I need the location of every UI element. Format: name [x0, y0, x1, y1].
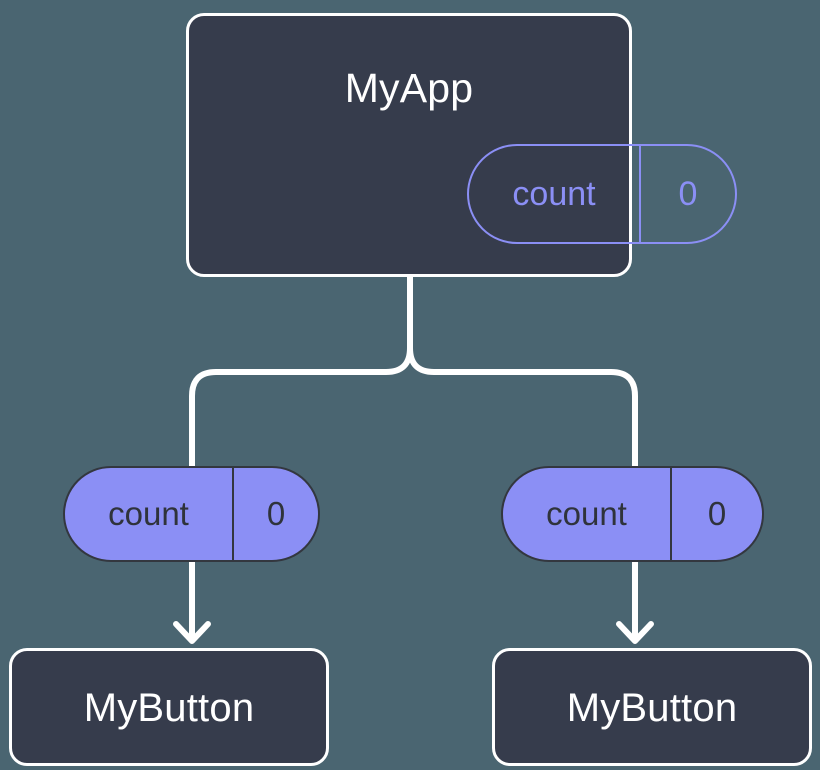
component-title-mybutton-left: MyButton — [83, 686, 255, 730]
prop-pill-value: 0 — [707, 495, 727, 532]
prop-pill-key: count — [503, 468, 672, 560]
state-pill-value: 0 — [678, 174, 698, 213]
component-box-mybutton-right[interactable]: MyButton — [492, 648, 812, 766]
branch-connector-left — [189, 345, 413, 469]
prop-pill-right[interactable]: count 0 — [501, 466, 764, 562]
prop-pill-key: count — [65, 468, 234, 560]
component-title-mybutton-right: MyButton — [566, 686, 738, 730]
arrow-head-left-icon — [173, 621, 211, 644]
component-box-mybutton-left[interactable]: MyButton — [9, 648, 329, 766]
arrow-head-right-icon — [616, 621, 654, 644]
prop-pill-left[interactable]: count 0 — [63, 466, 320, 562]
state-pill-key: count — [469, 146, 641, 242]
component-box-myapp[interactable]: MyApp count 0 — [186, 13, 737, 277]
state-pill-myapp[interactable]: count 0 — [467, 144, 737, 244]
component-title-myapp: MyApp — [344, 65, 474, 111]
branch-connector-right — [407, 345, 638, 469]
prop-pill-value: 0 — [266, 495, 286, 532]
